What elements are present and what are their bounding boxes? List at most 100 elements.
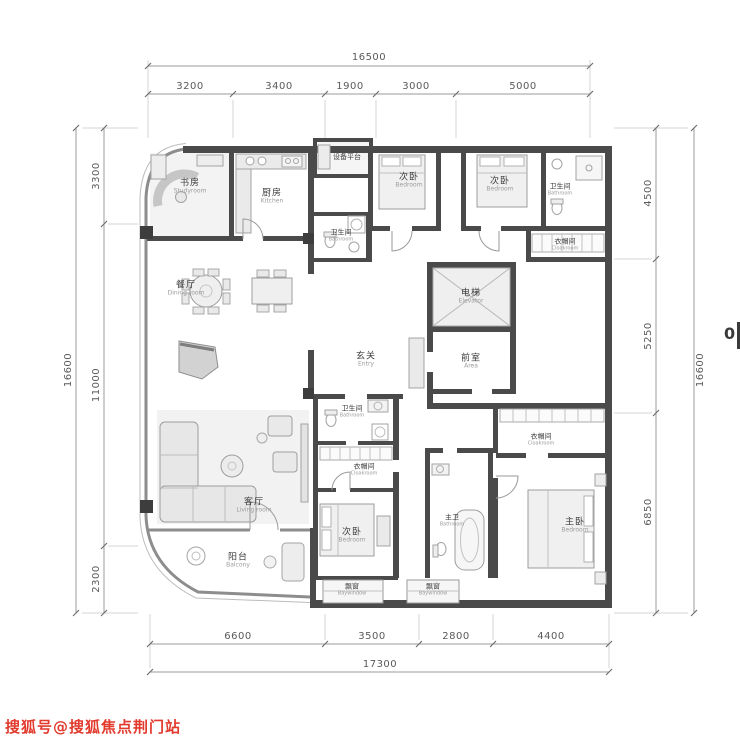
dimension-ticks xyxy=(72,62,698,676)
room-label-bath-top-cn: 卫生间 xyxy=(330,228,352,237)
dimension-lines xyxy=(72,62,698,676)
room-label-bedroom-right-top: 次卧 Bedroom xyxy=(486,177,513,194)
dim-bottom-3: 2800 xyxy=(442,631,470,642)
furniture-study xyxy=(150,154,224,207)
room-label-bedroom-bottom-cn: 次卧 xyxy=(341,527,363,538)
room-label-master-bath-cn: 主卫 xyxy=(445,513,459,522)
dim-bottom-1: 6600 xyxy=(224,631,252,642)
dim-top-4: 3000 xyxy=(402,81,430,92)
edge-cropped-text: 0 xyxy=(724,324,736,343)
room-label-bath-top-en: Bathroom xyxy=(328,236,354,243)
room-label-kitchen-cn: 厨房 xyxy=(261,188,282,199)
room-label-bedroom-right-top-cn: 次卧 xyxy=(489,176,511,187)
room-label-dining-cn: 餐厅 xyxy=(175,280,197,291)
furniture-balcony xyxy=(186,542,305,582)
columns xyxy=(140,226,314,513)
room-label-balcony-cn: 阳台 xyxy=(227,552,249,563)
dim-left-2: 11000 xyxy=(91,367,102,403)
dim-left-total: 16600 xyxy=(63,352,74,388)
bed-bedroom-mid-top xyxy=(378,154,426,210)
dim-top-3: 1900 xyxy=(336,81,364,92)
bed-bedroom-right-top xyxy=(476,154,528,208)
room-label-baywindow-left-en: Baywindow xyxy=(337,590,367,597)
room-label-balcony-en: Balcony xyxy=(226,561,250,569)
closet-cloak-mid xyxy=(319,446,393,461)
room-label-cloak-right-top-cn: 衣帽间 xyxy=(554,237,576,246)
room-label-baywindow-left-cn: 飘窗 xyxy=(345,582,359,591)
room-label-study-cn: 书房 xyxy=(179,178,201,189)
room-label-study: 书房 Studyroom xyxy=(174,179,207,196)
closet-cloak-master xyxy=(499,408,605,423)
dimension-extension-lines xyxy=(82,60,688,668)
bed-bedroom-bottom xyxy=(319,503,391,557)
bed-master-bedroom xyxy=(527,473,607,585)
room-label-living: 客厅 Living room xyxy=(236,498,271,515)
dim-top-total: 16500 xyxy=(351,52,387,63)
room-label-kitchen: 厨房 Kitchen xyxy=(261,189,284,206)
room-label-balcony: 阳台 Balcony xyxy=(226,553,250,570)
fixtures-bath-right-top xyxy=(550,155,603,215)
room-label-elevator: 电梯 Elevator xyxy=(459,289,484,306)
room-label-anteroom-cn: 前室 xyxy=(460,353,482,364)
room-label-dining: 餐厅 Dining room xyxy=(168,281,205,298)
room-label-cloak-master-cn: 衣帽间 xyxy=(530,432,552,441)
room-label-baywindow-right: 飘窗 Baywindow xyxy=(418,582,448,597)
room-label-bedroom-bottom-en: Bedroom xyxy=(338,536,366,544)
dim-left-3: 2300 xyxy=(91,565,102,593)
room-label-bedroom-mid-top-en: Bedroom xyxy=(395,181,423,189)
room-label-master-bath: 主卫 Bathroom xyxy=(439,513,465,528)
room-label-dining-en: Dining room xyxy=(167,289,205,297)
room-label-study-en: Studyroom xyxy=(173,187,207,195)
room-label-bath-right-top: 卫生间 Bathroom xyxy=(548,182,573,196)
room-label-living-cn: 客厅 xyxy=(243,497,264,508)
furniture-dining xyxy=(181,268,293,315)
room-label-bath-mid-en: Bathroom xyxy=(339,412,365,419)
room-label-baywindow-left: 飘窗 Baywindow xyxy=(337,582,367,597)
room-label-cloak-mid: 衣帽间 Cloakroom xyxy=(350,462,378,477)
room-label-bath-top: 卫生间 Bathroom xyxy=(328,228,354,243)
room-label-equipment: 设备平台 xyxy=(333,153,361,162)
walls xyxy=(147,138,612,608)
room-label-bath-mid: 卫生间 Bathroom xyxy=(339,404,365,419)
dim-right-1: 4500 xyxy=(643,179,654,207)
door-swings xyxy=(242,218,519,531)
room-label-master-bath-en: Bathroom xyxy=(439,521,465,528)
room-label-kitchen-en: Kitchen xyxy=(260,197,284,205)
room-label-cloak-right-top-en: Cloakroom xyxy=(551,245,579,252)
dim-bottom-2: 3500 xyxy=(358,631,386,642)
dim-right-2: 5250 xyxy=(643,322,654,350)
room-label-bedroom-mid-top-cn: 次卧 xyxy=(398,172,420,183)
dim-top-2: 3400 xyxy=(265,81,293,92)
room-label-bedroom-right-top-en: Bedroom xyxy=(486,185,514,193)
room-label-living-en: Living room xyxy=(236,506,272,514)
room-label-equipment-cn: 设备平台 xyxy=(333,153,361,162)
room-label-entry-en: Entry xyxy=(358,360,374,368)
room-label-master-bedroom: 主卧 Bedroom xyxy=(561,518,588,535)
room-label-cloak-master-en: Cloakroom xyxy=(527,440,555,447)
fixtures-master-bath xyxy=(431,463,485,571)
edge-cropped-mark xyxy=(737,322,740,349)
room-label-bath-mid-cn: 卫生间 xyxy=(341,404,363,413)
elevator-shaft xyxy=(432,267,511,327)
dim-right-total: 16600 xyxy=(695,352,706,388)
room-label-cloak-right-top: 衣帽间 Cloakroom xyxy=(551,237,579,252)
fixtures-bath-mid xyxy=(324,399,389,441)
room-label-master-bedroom-cn: 主卧 xyxy=(564,517,586,528)
room-label-elevator-cn: 电梯 xyxy=(460,288,481,299)
room-label-bath-right-top-cn: 卫生间 xyxy=(549,182,571,191)
room-label-elevator-en: Elevator xyxy=(458,297,484,305)
furniture-equipment-platform xyxy=(317,144,331,170)
closet-cloak-right-top xyxy=(531,233,605,253)
room-label-cloak-mid-cn: 衣帽间 xyxy=(353,462,375,471)
dim-bottom-total: 17300 xyxy=(362,659,398,670)
room-label-entry-cn: 玄关 xyxy=(355,351,377,362)
room-label-cloak-master: 衣帽间 Cloakroom xyxy=(527,432,555,447)
room-label-baywindow-right-cn: 飘窗 xyxy=(426,582,440,591)
room-label-baywindow-right-en: Baywindow xyxy=(418,590,448,597)
dim-bottom-4: 4400 xyxy=(537,631,565,642)
dim-left-1: 3300 xyxy=(91,162,102,190)
furniture-entry-cabinet xyxy=(408,337,425,389)
room-label-cloak-mid-en: Cloakroom xyxy=(350,470,378,477)
dim-right-3: 6850 xyxy=(643,498,654,526)
